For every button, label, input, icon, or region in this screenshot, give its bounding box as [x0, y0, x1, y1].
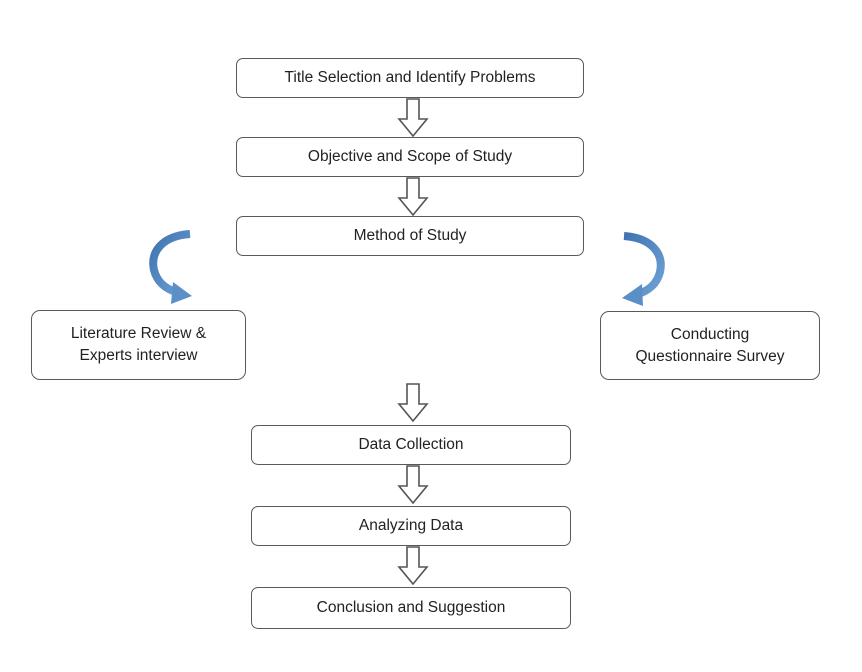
step-title-selection: Title Selection and Identify Problems [236, 58, 584, 98]
step-questionnaire-survey-line-2: Questionnaire Survey [635, 347, 785, 365]
step-literature-review-line-1: Literature Review & [70, 325, 207, 342]
step-literature-review-text: Literature Review & Experts interview [71, 323, 206, 367]
step-questionnaire-survey-text: Conducting Questionnaire Survey [635, 324, 784, 368]
down-arrow-icon [397, 546, 429, 586]
step-title-selection-label: Title Selection and Identify Problems [284, 69, 536, 86]
step-questionnaire-survey: Conducting Questionnaire Survey [600, 311, 820, 380]
step-conclusion: Conclusion and Suggestion [251, 587, 571, 629]
step-data-collection-label: Data Collection [358, 436, 464, 453]
down-arrow-icon [397, 177, 429, 217]
curved-arrow-icon [622, 232, 665, 306]
down-arrow-icon [397, 383, 429, 423]
down-arrow-icon [397, 465, 429, 505]
step-objective-scope-label: Objective and Scope of Study [307, 148, 513, 165]
step-questionnaire-survey-line-1: Conducting [670, 325, 750, 343]
step-conclusion-label: Conclusion and Suggestion [316, 599, 506, 616]
step-literature-review: Literature Review & Experts interview [31, 310, 246, 380]
step-analyzing-data: Analyzing Data [251, 506, 571, 546]
step-method-of-study: Method of Study [236, 216, 584, 256]
curved-arrow-icon [149, 230, 192, 304]
down-arrow-icon [397, 98, 429, 138]
step-literature-review-line-2: Experts interview [79, 347, 198, 364]
step-objective-scope: Objective and Scope of Study [236, 137, 584, 177]
step-method-of-study-label: Method of Study [353, 227, 467, 244]
step-analyzing-data-label: Analyzing Data [358, 517, 464, 534]
step-data-collection: Data Collection [251, 425, 571, 465]
